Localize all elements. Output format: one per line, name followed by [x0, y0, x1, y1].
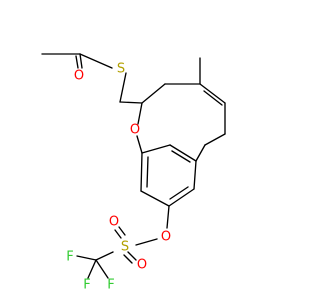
chemical-structure-diagram: O S O O S O O F F F: [41, 53, 226, 293]
bond-carbonyl-oxygen-a: [79, 53, 83, 69]
bond-ring-c2-oxygen: [137, 102, 143, 125]
bond-benzene-4: [168, 188, 195, 207]
bond-benzene-6-double: [146, 156, 149, 188]
bond-benzene-6: [140, 152, 143, 192]
bond-ring-c4-c5: [199, 83, 226, 104]
bond-carbon-fluorine-bottom-right: [95, 259, 109, 279]
triflate-oxygen-label: O: [161, 230, 171, 245]
bond-ring-c2-c3: [141, 83, 166, 104]
thioester-sulfur-label: S: [117, 62, 125, 77]
bond-ring-c6-c7: [204, 133, 226, 146]
bond-carbon-fluorine-bottom-left: [87, 259, 97, 279]
bond-oxygen-aromatic: [136, 135, 143, 154]
bond-sulfur-oxygen-bottom-b: [123, 254, 133, 264]
bond-carbonyl-sulfur: [79, 53, 113, 69]
bond-triflate-oxygen-sulfur: [135, 238, 158, 246]
bond-benzene-4-double: [169, 186, 189, 200]
fluorine-bottom-left-label: F: [83, 278, 90, 293]
bond-sulfur-carbon: [95, 251, 114, 261]
bond-benzene-5: [140, 190, 170, 207]
bond-carbonyl-oxygen-b: [75, 55, 79, 69]
bond-benzene-2-double: [171, 150, 191, 163]
bond-ring-c4-c5-double: [203, 90, 223, 106]
bond-benzene-3: [193, 160, 197, 190]
sulfonyl-oxygen-top-label: O: [109, 215, 119, 230]
fluorine-bottom-right-label: F: [107, 278, 114, 293]
bond-methylene-ring: [119, 101, 143, 104]
sulfonyl-oxygen-bottom-label: O: [137, 258, 147, 273]
ring-oxygen-label: O: [130, 123, 140, 138]
carbonyl-oxygen-label: O: [74, 69, 84, 84]
bond-benzene-1: [141, 144, 171, 154]
bond-sulfur-oxygen-top-b: [114, 229, 122, 239]
fluorine-left-label: F: [66, 250, 73, 265]
bond-sulfur-oxygen-bottom-a: [127, 251, 137, 261]
atom-label-layer: O S O O S O O F F F: [66, 62, 171, 293]
sulfonyl-sulfur-label: S: [121, 240, 129, 255]
bond-sulfur-methylene: [119, 72, 127, 103]
bond-carbon-fluorine-left: [76, 255, 97, 261]
bond-aromatic-triflate-oxygen: [166, 205, 170, 229]
bond-benzene-2: [169, 144, 197, 162]
bond-layer: [41, 53, 226, 279]
bond-sulfur-oxygen-top-a: [118, 226, 126, 236]
bond-ring-c7-aromatic: [195, 144, 206, 162]
